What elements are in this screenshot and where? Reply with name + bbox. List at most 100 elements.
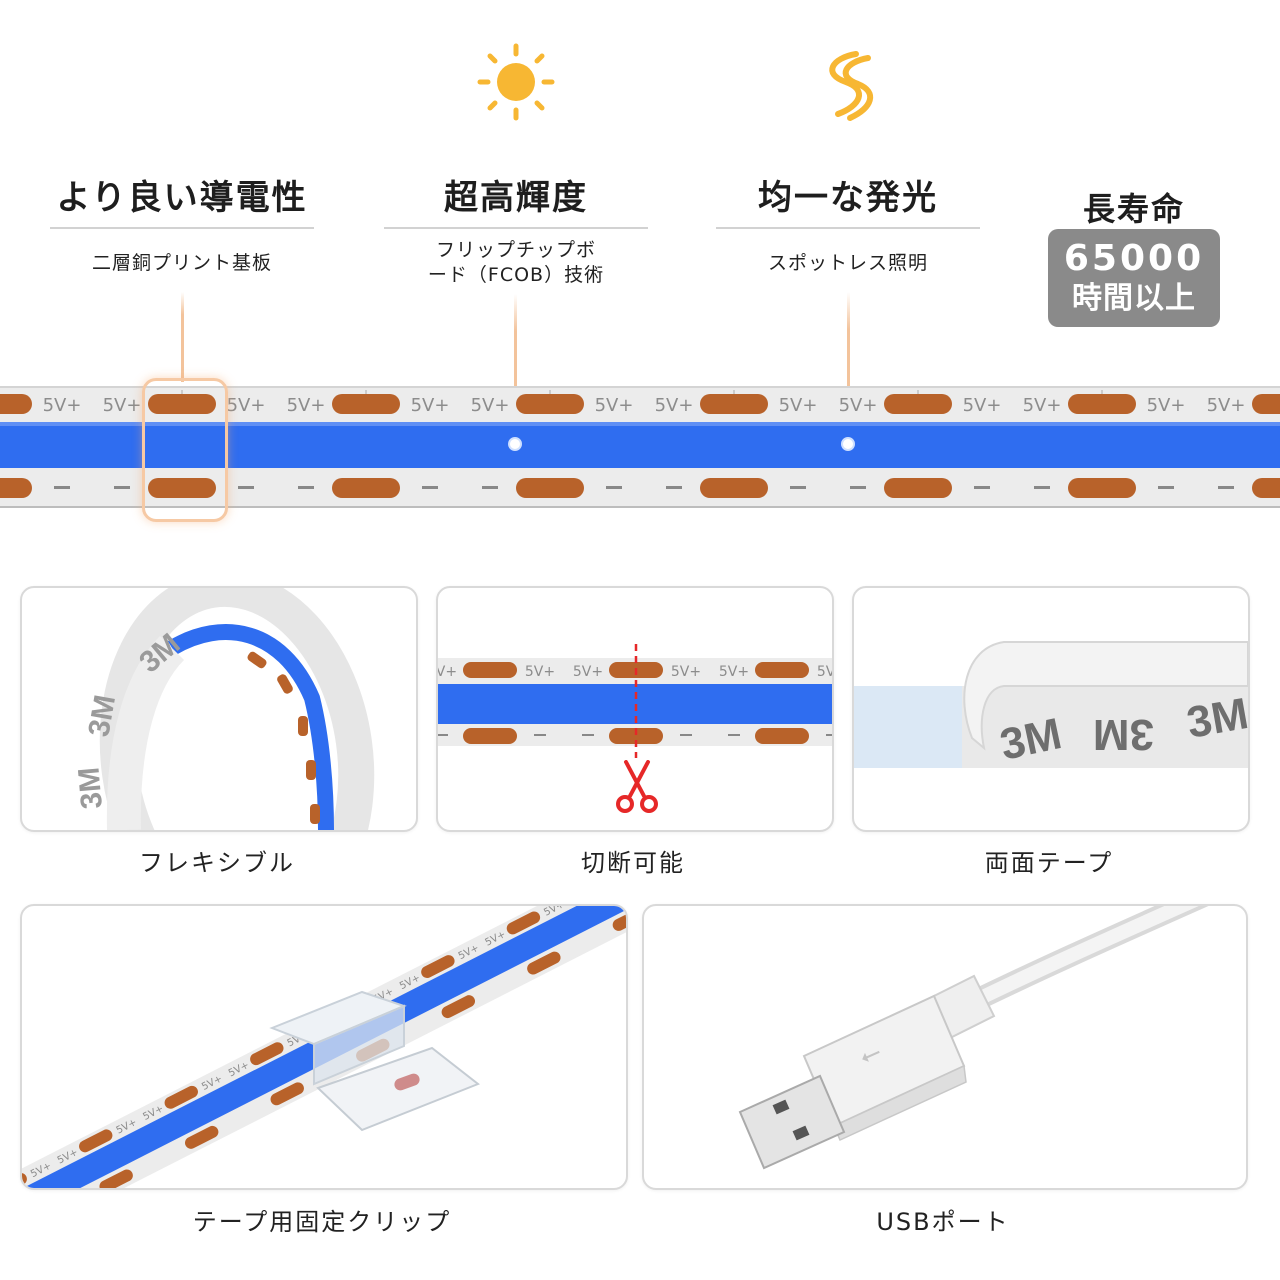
led-pad <box>1252 394 1280 414</box>
lifespan-badge: 65000 時間以上 <box>1048 229 1220 327</box>
led-pad <box>755 728 809 744</box>
strip-voltage-label: 5V+ <box>471 395 510 416</box>
strip-voltage-label: 5V+ <box>817 664 832 680</box>
strip-minus-mark <box>680 734 692 736</box>
feature-subtitle-conductivity: 二層銅プリント基板 <box>91 252 272 274</box>
strip-minus-mark <box>482 486 498 489</box>
led-pad <box>527 951 561 975</box>
strip-minus-mark <box>238 486 254 489</box>
strip-minus-mark <box>1218 486 1234 489</box>
feature-subtitle-brightness-line2: ード（FCOB）技術 <box>427 264 605 286</box>
clip-illustration: 5V+5V+5V+5V+5V+5V+5V+5V+5V+5V+5V+5V+5V+5… <box>22 906 626 1188</box>
strip-minus-mark <box>114 486 130 489</box>
strip-minus-mark <box>728 734 740 736</box>
strip-minus-mark <box>606 486 622 489</box>
strip-minus-mark <box>666 486 682 489</box>
led-pad <box>164 1085 198 1109</box>
svg-text:3M: 3M <box>1183 689 1248 748</box>
strip-voltage-label: 5V+ <box>411 395 450 416</box>
strip-minus-mark <box>974 486 990 489</box>
card-cuttable: 5V+5V+5V+5V+5V+5V+5V+5V+5V+5V+ <box>436 586 834 832</box>
svg-text:3M: 3M <box>1093 710 1154 759</box>
wave-light-icon <box>812 44 884 124</box>
usb-connector <box>738 1074 846 1170</box>
strip-minus-mark <box>1034 486 1050 489</box>
tape-illustration: 3M 3M 3M <box>854 641 1248 770</box>
caption-flexible: フレキシブル <box>139 849 295 877</box>
strip-voltage-label: 5V+ <box>963 395 1002 416</box>
card-mounting-clip: 5V+5V+5V+5V+5V+5V+5V+5V+5V+5V+5V+5V+5V+5… <box>20 904 628 1190</box>
led-pad <box>148 478 216 498</box>
strip-voltage-label: 5V+ <box>227 395 266 416</box>
feature-divider <box>716 227 980 229</box>
led-pad <box>270 1082 304 1106</box>
strip-voltage-label: 5V+ <box>43 395 82 416</box>
strip-minus-mark <box>54 486 70 489</box>
feature-divider <box>50 227 314 229</box>
leader-line-brightness <box>514 294 517 442</box>
strip-minus-mark <box>422 486 438 489</box>
strip-minus-mark <box>438 734 448 736</box>
strip-minus-mark <box>790 486 806 489</box>
strip-voltage-label: 5V+ <box>655 395 694 416</box>
strip-voltage-label: 5V+ <box>671 664 701 680</box>
feature-subtitle-uniform-light: スポットレス照明 <box>767 252 928 274</box>
strip-voltage-label: 5V+ <box>1207 395 1246 416</box>
led-strip-graphic: 5V+5V+5V+5V+5V+5V+5V+5V+5V+5V+5V+5V+5V+5… <box>0 386 1280 508</box>
strip-minus-mark <box>1158 486 1174 489</box>
strip-voltage-label: 5V+ <box>1147 395 1186 416</box>
led-pad <box>700 478 768 498</box>
card-double-sided-tape: 3M 3M 3M <box>852 586 1250 832</box>
strip-voltage-label: 5V+ <box>719 664 749 680</box>
led-pad <box>1068 394 1136 414</box>
led-pad <box>1252 478 1280 498</box>
strip-minus-mark <box>582 734 594 736</box>
feature-title-conductivity: より良い導電性 <box>56 178 308 218</box>
feature-divider <box>384 227 648 229</box>
usb-plug-illustration: ⭠ <box>738 906 1209 1170</box>
leader-dot-brightness <box>508 437 522 451</box>
led-pad <box>463 728 517 744</box>
sun-icon <box>476 42 556 122</box>
caption-double-sided-tape: 両面テープ <box>984 849 1114 877</box>
feature-subtitle-brightness-line1: フリップチップボ <box>435 239 596 261</box>
led-pad <box>884 394 952 414</box>
scissors-icon <box>614 760 660 814</box>
strip-voltage-label: 5V+ <box>595 395 634 416</box>
strip-voltage-label: 5V+ <box>779 395 818 416</box>
led-pad <box>99 1169 133 1188</box>
caption-usb-port: USBポート <box>876 1208 1010 1236</box>
strip-voltage-label: 5V+ <box>438 664 457 680</box>
strip-voltage-label: 5V+ <box>287 395 326 416</box>
caption-cuttable: 切断可能 <box>581 849 685 877</box>
card-flexible: 3M 3M 3M <box>20 586 418 832</box>
leader-line-conductivity <box>181 292 184 382</box>
flexible-strip-illustration: 3M 3M 3M <box>72 588 375 830</box>
led-pad <box>441 995 476 1019</box>
svg-text:3M: 3M <box>72 766 109 810</box>
led-pad <box>0 394 32 414</box>
led-pad <box>755 662 809 678</box>
strip-blue-light <box>0 422 1280 468</box>
highlight-frame <box>142 378 228 522</box>
caption-mounting-clip: テープ用固定クリップ <box>192 1208 452 1236</box>
led-pad <box>1068 478 1136 498</box>
led-pad <box>516 478 584 498</box>
led-pad <box>463 662 517 678</box>
led-pad <box>250 1042 284 1066</box>
led-pad <box>421 955 455 978</box>
lifespan-title: 長寿命 <box>1082 190 1185 228</box>
strip-voltage-label: 5V+ <box>839 395 878 416</box>
led-strip-main: 5V+5V+5V+5V+5V+5V+5V+5V+5V+5V+5V+5V+5V+5… <box>0 386 1280 508</box>
feature-title-uniform-light: 均一な発光 <box>758 178 938 218</box>
lifespan-value: 65000 <box>1063 238 1205 279</box>
clip-body <box>269 990 480 1132</box>
strip-voltage-label: 5V+ <box>103 395 142 416</box>
led-pad <box>612 908 626 931</box>
leader-dot-uniform-light <box>841 437 855 451</box>
feature-title-brightness: 超高輝度 <box>444 178 588 218</box>
leader-line-uniform-light <box>847 292 850 442</box>
led-pad <box>148 394 216 414</box>
led-pad <box>506 911 541 935</box>
led-pad <box>0 478 32 498</box>
